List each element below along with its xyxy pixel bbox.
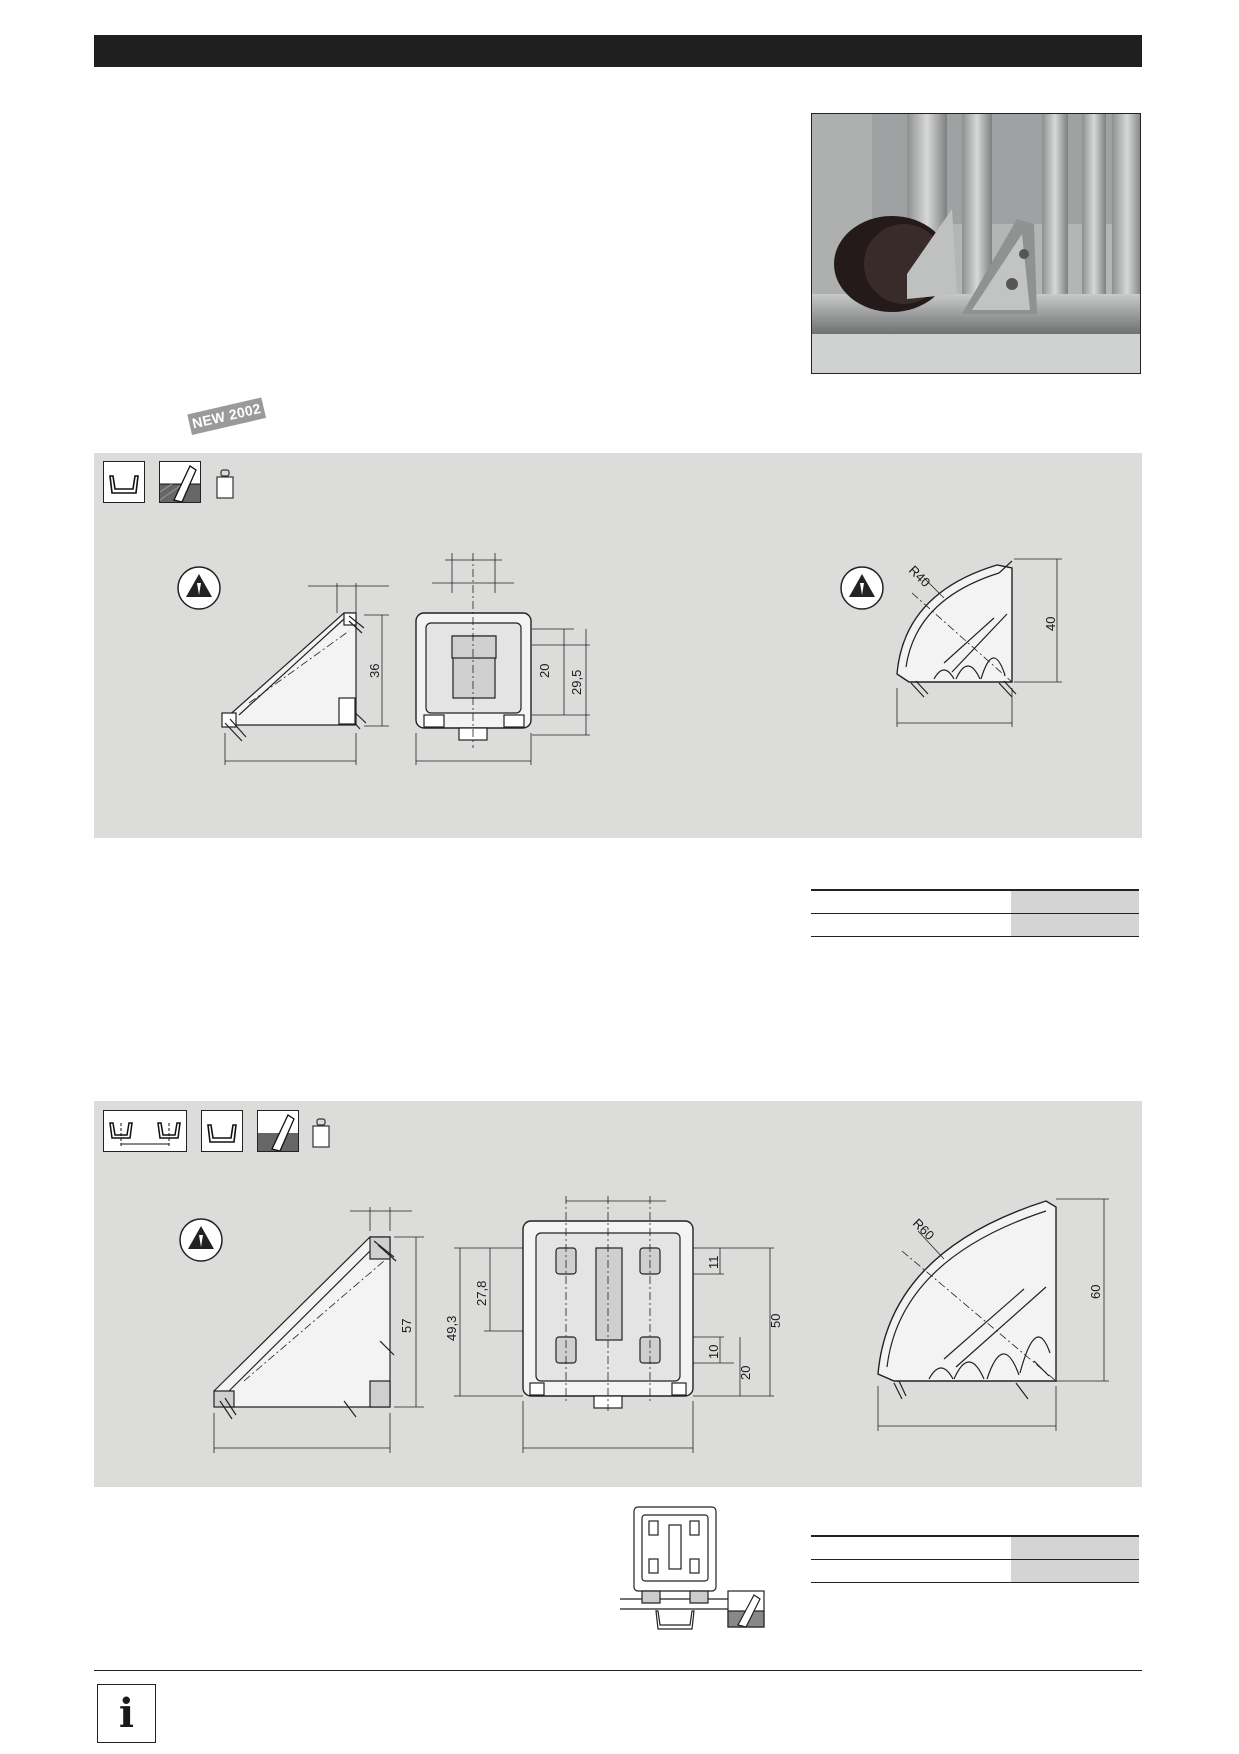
table-row [811, 914, 1139, 937]
esd-safe-icon [178, 1217, 224, 1268]
esd-safe-icon [839, 565, 885, 616]
dim-60: 60 [1088, 1285, 1103, 1299]
profile-groove-icon [103, 461, 145, 503]
esd-safe-icon [176, 565, 222, 616]
dim-r60: R60 [910, 1216, 937, 1243]
table-row [811, 1560, 1139, 1583]
dim-36: 36 [367, 664, 382, 678]
dim-57: 57 [399, 1319, 414, 1333]
dim-40: 40 [1043, 617, 1058, 631]
product-panel-2: 57 49,3 27,8 11 10 20 50 R60 60 [94, 1101, 1142, 1487]
mounting-sketch [620, 1503, 770, 1638]
dim-20: 20 [738, 1366, 753, 1380]
dim-27-8: 27,8 [474, 1281, 489, 1306]
dim-49-3: 49,3 [444, 1316, 459, 1341]
table-1 [811, 889, 1139, 937]
table-row [811, 1535, 1139, 1560]
technical-drawing-2: 57 49,3 27,8 11 10 20 50 R60 60 [213, 1196, 1109, 1453]
dim-10: 10 [706, 1345, 721, 1359]
dim-29-5: 29,5 [569, 670, 584, 695]
table-2 [811, 1535, 1139, 1583]
dim-r40: R40 [906, 563, 933, 590]
product-panel-1: 36 20 29,5 R40 40 [94, 453, 1142, 838]
profile-groove-icon [201, 1110, 243, 1152]
info-icon[interactable]: i [97, 1684, 156, 1743]
dim-20: 20 [537, 664, 552, 678]
technical-drawing-1: 36 20 29,5 R40 40 [221, 553, 1062, 765]
footer-divider [94, 1670, 1142, 1671]
product-photo [811, 113, 1141, 374]
new-badge: NEW 2002 [187, 397, 267, 435]
weight-icon [215, 468, 235, 505]
dim-11: 11 [706, 1256, 721, 1270]
fastening-section-icon [159, 461, 201, 503]
fastening-section-icon [257, 1110, 299, 1152]
header-bar [94, 35, 1142, 67]
double-groove-spacing-icon [103, 1110, 187, 1152]
weight-icon [311, 1117, 331, 1154]
table-row [811, 889, 1139, 914]
dim-50: 50 [768, 1314, 783, 1328]
